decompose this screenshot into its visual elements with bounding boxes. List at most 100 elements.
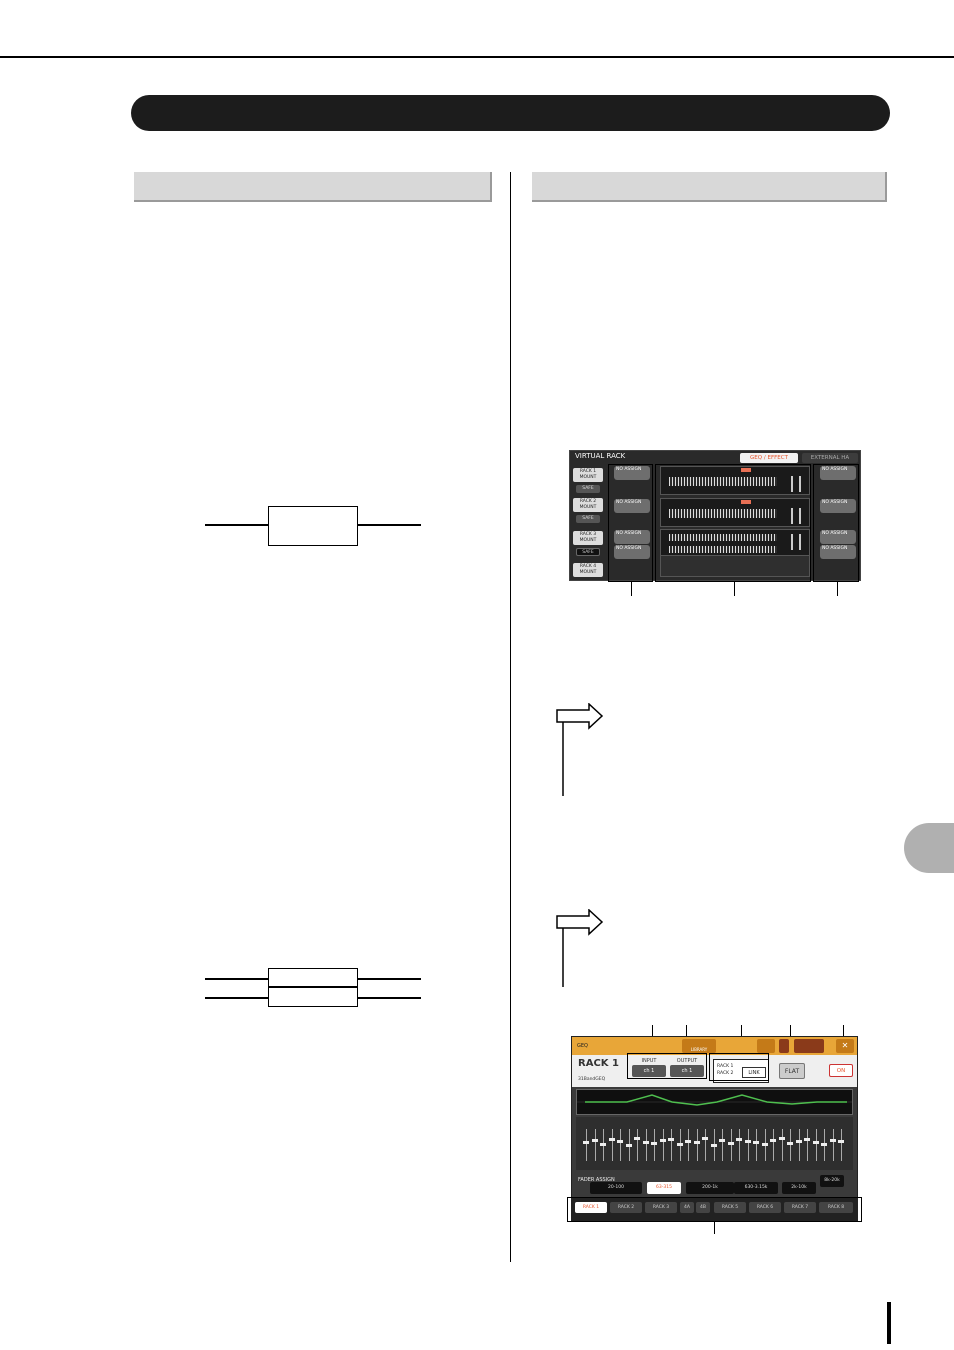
fader-track[interactable] [756, 1129, 757, 1161]
fader-track[interactable] [722, 1129, 723, 1161]
fader-track[interactable] [637, 1129, 638, 1161]
compare-button[interactable] [794, 1039, 824, 1053]
fader-knob[interactable] [753, 1141, 759, 1144]
fader-knob[interactable] [693, 1141, 700, 1144]
fader-range-630-3k[interactable]: 630-3.15k [734, 1182, 778, 1194]
rack-unit-2[interactable] [660, 498, 810, 527]
fader-knob[interactable] [744, 1140, 751, 1143]
rack-tab-4a[interactable]: 4A [680, 1202, 694, 1213]
fader-track[interactable] [645, 1129, 647, 1161]
fader-track[interactable] [832, 1129, 834, 1161]
output-no-assign-button[interactable]: NO ASSIGN [820, 466, 856, 480]
fader-track[interactable] [662, 1129, 664, 1161]
fader-track[interactable] [705, 1129, 706, 1161]
fader-knob[interactable] [583, 1141, 589, 1144]
fader-knob[interactable] [770, 1139, 776, 1142]
rack-2-mount-button[interactable]: RACK 2 MOUNT [573, 498, 603, 512]
fader-knob[interactable] [685, 1140, 691, 1143]
fader-track[interactable] [696, 1129, 698, 1161]
fader-knob[interactable] [812, 1141, 819, 1144]
link-button[interactable]: LINK [742, 1067, 766, 1078]
fader-knob[interactable] [787, 1142, 793, 1145]
fader-track[interactable] [747, 1129, 749, 1161]
fader-knob[interactable] [710, 1144, 717, 1147]
rack-unit-4-empty[interactable] [660, 555, 810, 577]
rack-4-mount-button[interactable]: RACK 4 MOUNT [573, 563, 603, 577]
fader-track[interactable] [620, 1129, 621, 1161]
input-no-assign-button[interactable]: NO ASSIGN [614, 530, 650, 544]
fader-track[interactable] [781, 1129, 783, 1161]
fader-knob[interactable] [668, 1138, 674, 1141]
input-no-assign-button[interactable]: NO ASSIGN [614, 466, 650, 480]
input-no-assign-button[interactable]: NO ASSIGN [614, 499, 650, 513]
fader-knob[interactable] [642, 1141, 649, 1144]
input-no-assign-button[interactable]: NO ASSIGN [614, 545, 650, 559]
fader-track[interactable] [594, 1129, 596, 1161]
fader-track[interactable] [688, 1129, 689, 1161]
rack-tab-8[interactable]: RACK 8 [819, 1202, 853, 1213]
fader-knob[interactable] [804, 1138, 810, 1141]
tab-geq-effect[interactable]: GEQ / EFFECT [740, 453, 798, 463]
fader-range-200-1k[interactable]: 200-1k [686, 1182, 734, 1194]
fader-knob[interactable] [795, 1140, 802, 1143]
rack-tab-7[interactable]: RACK 7 [784, 1202, 816, 1213]
on-button[interactable]: ON [829, 1064, 853, 1077]
fader-knob[interactable] [829, 1139, 836, 1142]
fader-track[interactable] [841, 1129, 842, 1161]
fader-knob[interactable] [719, 1139, 725, 1142]
fader-knob[interactable] [591, 1139, 598, 1142]
paste-button[interactable] [779, 1039, 789, 1053]
fader-knob[interactable] [651, 1142, 657, 1145]
rack-3-safe-button[interactable]: SAFE [576, 548, 600, 556]
fader-knob[interactable] [659, 1139, 666, 1142]
fader-knob[interactable] [676, 1143, 683, 1146]
flat-button[interactable]: FLAT [779, 1063, 805, 1079]
output-no-assign-button[interactable]: NO ASSIGN [820, 499, 856, 513]
fader-knob[interactable] [778, 1137, 785, 1140]
fader-range-20-100[interactable]: 20-100 [590, 1182, 642, 1194]
fader-knob[interactable] [761, 1143, 768, 1146]
copy-button[interactable] [757, 1039, 775, 1053]
fader-knob[interactable] [702, 1137, 708, 1140]
rack-1-safe-button[interactable]: SAFE [576, 485, 600, 493]
tab-external-ha[interactable]: EXTERNAL HA [802, 453, 858, 463]
fader-track[interactable] [586, 1129, 587, 1161]
fader-range-63-315[interactable]: 63-315 [647, 1182, 681, 1194]
fader-knob[interactable] [634, 1137, 640, 1140]
fader-track[interactable] [798, 1129, 800, 1161]
rack-unit-3[interactable] [660, 529, 810, 558]
fader-track[interactable] [654, 1129, 655, 1161]
fader-knob[interactable] [600, 1143, 606, 1146]
rack-tab-4b[interactable]: 4B [696, 1202, 710, 1213]
fader-track[interactable] [790, 1129, 791, 1161]
rack-3-mount-button[interactable]: RACK 3 MOUNT [573, 531, 603, 545]
output-no-assign-button[interactable]: NO ASSIGN [820, 545, 856, 559]
rack-1-mount-button[interactable]: RACK 1 MOUNT [573, 468, 603, 482]
input-select-button[interactable]: ch 1 [632, 1065, 666, 1077]
rack-2-safe-button[interactable]: SAFE [576, 515, 600, 523]
rack-tab-6[interactable]: RACK 6 [749, 1202, 781, 1213]
output-select-button[interactable]: ch 1 [670, 1065, 704, 1077]
fader-track[interactable] [807, 1129, 808, 1161]
fader-range-8k-20k[interactable]: 8k-20k [820, 1175, 844, 1187]
rack-tab-5[interactable]: RACK 5 [714, 1202, 746, 1213]
fader-track[interactable] [773, 1129, 774, 1161]
rack-tab-1[interactable]: RACK 1 [575, 1202, 607, 1213]
fader-track[interactable] [815, 1129, 817, 1161]
fader-range-2k-10k[interactable]: 2k-10k [782, 1182, 816, 1194]
fader-track[interactable] [671, 1129, 672, 1161]
rack-unit-1[interactable] [660, 466, 810, 495]
fader-track[interactable] [739, 1129, 740, 1161]
fader-knob[interactable] [625, 1144, 632, 1147]
rack-tab-3[interactable]: RACK 3 [645, 1202, 677, 1213]
close-icon[interactable]: ✕ [836, 1039, 854, 1053]
rack-tab-2[interactable]: RACK 2 [610, 1202, 642, 1213]
fader-knob[interactable] [821, 1143, 827, 1146]
library-button[interactable]: LIBRARY [682, 1039, 716, 1053]
fader-knob[interactable] [727, 1142, 734, 1145]
output-no-assign-button[interactable]: NO ASSIGN [820, 530, 856, 544]
fader-knob[interactable] [838, 1140, 844, 1143]
fader-track[interactable] [611, 1129, 613, 1161]
fader-track[interactable] [730, 1129, 732, 1161]
fader-knob[interactable] [736, 1138, 742, 1141]
